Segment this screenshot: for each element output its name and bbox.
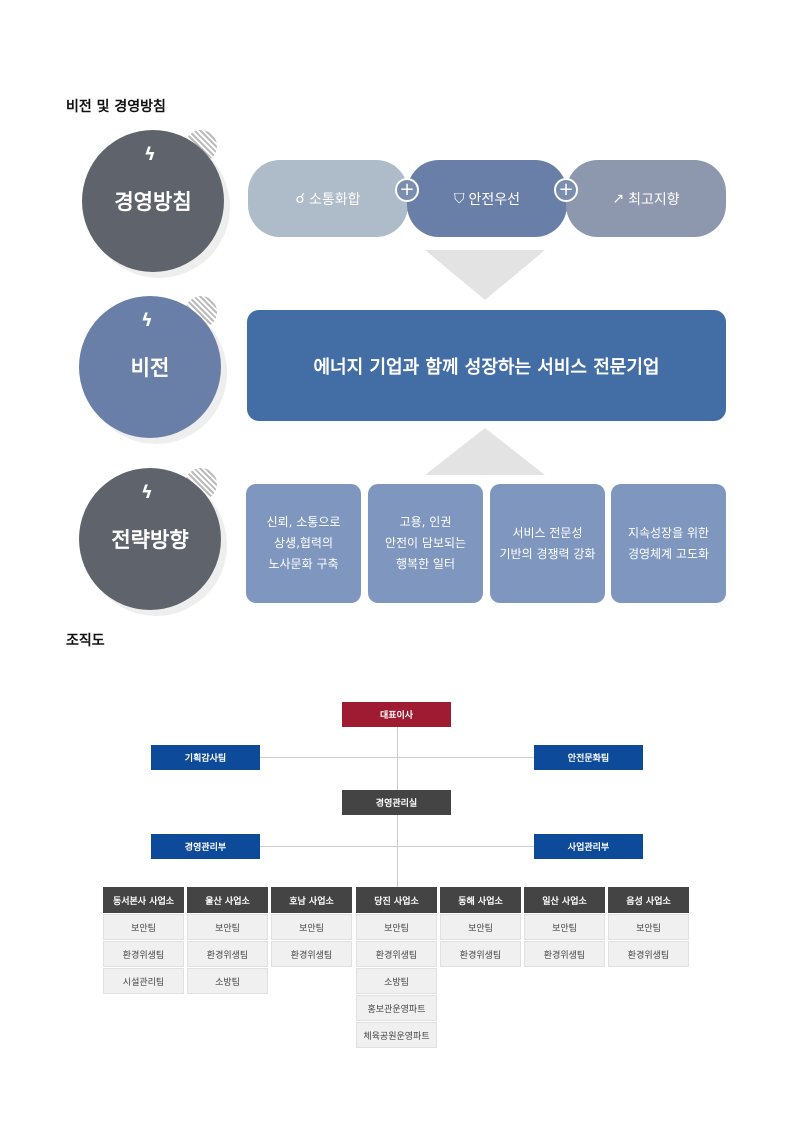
- branch-header: 동서본사 사업소: [103, 887, 184, 913]
- lightning-icon: ϟ: [144, 144, 156, 165]
- arrow-down-icon: [425, 250, 545, 300]
- policy-label: 경영방침: [114, 190, 192, 214]
- policy-item-label: 안전우선: [468, 191, 521, 208]
- hand-globe-icon: ☌: [295, 190, 305, 207]
- branch-header: 당진 사업소: [356, 887, 437, 913]
- branch-header: 일산 사업소: [524, 887, 605, 913]
- policy-item: ⛉안전우선: [407, 160, 567, 237]
- team-cell: 보안팀: [187, 914, 268, 940]
- org-ceo: 대표이사: [342, 702, 451, 727]
- team-cell: 보안팀: [271, 914, 352, 940]
- team-cell: 보안팀: [524, 914, 605, 940]
- org-management-dept: 경영관리부: [151, 834, 260, 859]
- person-growth-icon: ↗: [612, 190, 625, 207]
- team-cell: 소방팀: [187, 968, 268, 994]
- lightning-icon: ϟ: [141, 482, 153, 503]
- connector-line: [259, 757, 534, 758]
- branch-header: 호남 사업소: [271, 887, 352, 913]
- team-cell: 소방팀: [356, 968, 437, 994]
- vision-section-title: 비전 및 경영방침: [66, 99, 166, 115]
- team-cell: 보안팀: [440, 914, 521, 940]
- org-audit-team: 기획감사팀: [151, 745, 260, 770]
- team-cell: 보안팀: [356, 914, 437, 940]
- policy-circle: ϟ 경영방침: [82, 130, 224, 272]
- org-management-office: 경영관리실: [342, 790, 451, 815]
- team-cell: 보안팀: [103, 914, 184, 940]
- policy-item: ☌소통화합: [248, 160, 408, 237]
- connector-line: [259, 846, 534, 847]
- team-cell: 체육공원운영파트: [356, 1022, 437, 1048]
- team-cell: 환경위생팀: [608, 941, 689, 967]
- plus-icon: +: [554, 178, 578, 202]
- team-cell: 환경위생팀: [271, 941, 352, 967]
- branch-header: 음성 사업소: [608, 887, 689, 913]
- policy-item-label: 최고지향: [628, 191, 680, 208]
- team-cell: 보안팀: [608, 914, 689, 940]
- team-cell: 홍보관운영파트: [356, 995, 437, 1021]
- team-cell: 환경위생팀: [187, 941, 268, 967]
- org-business-dept: 사업관리부: [534, 834, 643, 859]
- shield-check-icon: ⛉: [453, 190, 465, 207]
- strategy-label: 전략방향: [111, 528, 189, 552]
- strategy-item: 지속성장을 위한 경영체계 고도화: [611, 484, 726, 603]
- team-cell: 환경위생팀: [103, 941, 184, 967]
- strategy-item: 서비스 전문성 기반의 경쟁력 강화: [490, 484, 605, 603]
- lightning-icon: ϟ: [141, 310, 153, 331]
- branch-header: 울산 사업소: [187, 887, 268, 913]
- strategy-item: 신뢰, 소통으로 상생,협력의 노사문화 구축: [246, 484, 361, 603]
- org-section-title: 조직도: [66, 633, 105, 649]
- strategy-item: 고용, 인권 안전이 담보되는 행복한 일터: [368, 484, 483, 603]
- org-safety-team: 안전문화팀: [534, 745, 643, 770]
- vision-statement: 에너지 기업과 함께 성장하는 서비스 전문기업: [247, 310, 726, 421]
- plus-icon: +: [395, 178, 419, 202]
- team-cell: 시설관리팀: [103, 968, 184, 994]
- team-cell: 환경위생팀: [524, 941, 605, 967]
- vision-circle: ϟ 비전: [79, 296, 221, 438]
- strategy-circle: ϟ 전략방향: [79, 468, 221, 610]
- arrow-up-icon: [425, 428, 545, 475]
- team-cell: 환경위생팀: [356, 941, 437, 967]
- branch-header: 동해 사업소: [440, 887, 521, 913]
- vision-label: 비전: [130, 356, 170, 380]
- policy-item: ↗최고지향: [566, 160, 726, 237]
- team-cell: 환경위생팀: [440, 941, 521, 967]
- policy-item-label: 소통화합: [308, 191, 361, 208]
